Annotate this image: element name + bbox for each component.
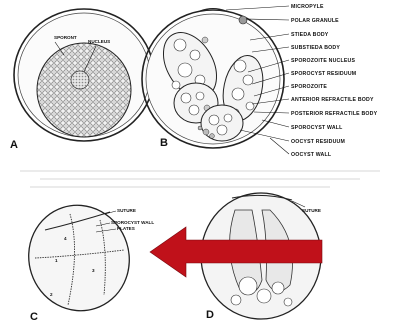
panel-letter-a: A [10, 139, 18, 151]
polar-granule [239, 16, 247, 24]
label-stieda-body: STIEDA BODY [291, 32, 329, 38]
label-oocyst-wall: OOCYST WALL [291, 152, 332, 158]
label-plates-c: PLATES [117, 226, 135, 231]
plate-number-4: 4 [64, 236, 67, 241]
sporont-nucleus [71, 71, 89, 89]
suture-leader-c [105, 211, 116, 214]
label-micropyle: MICROPYLE [291, 4, 324, 10]
label-suture-c: SUTURE [117, 208, 136, 213]
label-suture-d: SUTURE [302, 208, 321, 213]
panel-letter-d: D [206, 309, 214, 321]
plate-number-2: 2 [50, 292, 53, 297]
plate-number-1: 1 [55, 258, 58, 263]
panel-letter-b: B [160, 137, 168, 149]
label-nucleus: NUCLEUS [88, 39, 110, 44]
label-posterior-refractile-body: POSTERIOR REFRACTILE BODY [291, 111, 378, 117]
label-sporocyst-wall-c: SPOROCYST WALL [111, 220, 154, 225]
faint-background-text [20, 170, 380, 188]
label-sporozoite: SPOROZOITE [291, 84, 327, 90]
plate-number-3: 3 [92, 268, 95, 273]
panel-b: MICROPYLE POLAR GRANULE STIEDA BODY SUBS… [142, 4, 378, 158]
label-sporont: SPORONT [54, 35, 77, 40]
sporont [37, 43, 131, 137]
panel-b-labels: MICROPYLE POLAR GRANULE STIEDA BODY SUBS… [291, 4, 378, 158]
label-substieda-body: SUBSTIEDA BODY [291, 45, 340, 51]
panel-c: 4 1 2 3 SUTURE SPOROCYST WALL PLATES C [15, 192, 154, 324]
label-anterior-refractile-body: ANTERIOR REFRACTILE BODY [291, 97, 374, 103]
label-sporocyst-wall: SPOROCYST WALL [291, 125, 343, 131]
panel-a: SPORONT NUCLEUS A [10, 9, 154, 151]
panel-letter-c: C [30, 311, 38, 323]
label-oocyst-residuum: OOCYST RESIDUUM [291, 139, 345, 145]
label-sporozoite-nucleus: SPOROZOITE NUCLEUS [291, 58, 355, 64]
label-polar-granule: POLAR GRANULE [291, 18, 339, 24]
sporocyst-bottom [201, 105, 243, 141]
label-sporocyst-residuum: SPOROCYST RESIDUUM [291, 71, 356, 77]
